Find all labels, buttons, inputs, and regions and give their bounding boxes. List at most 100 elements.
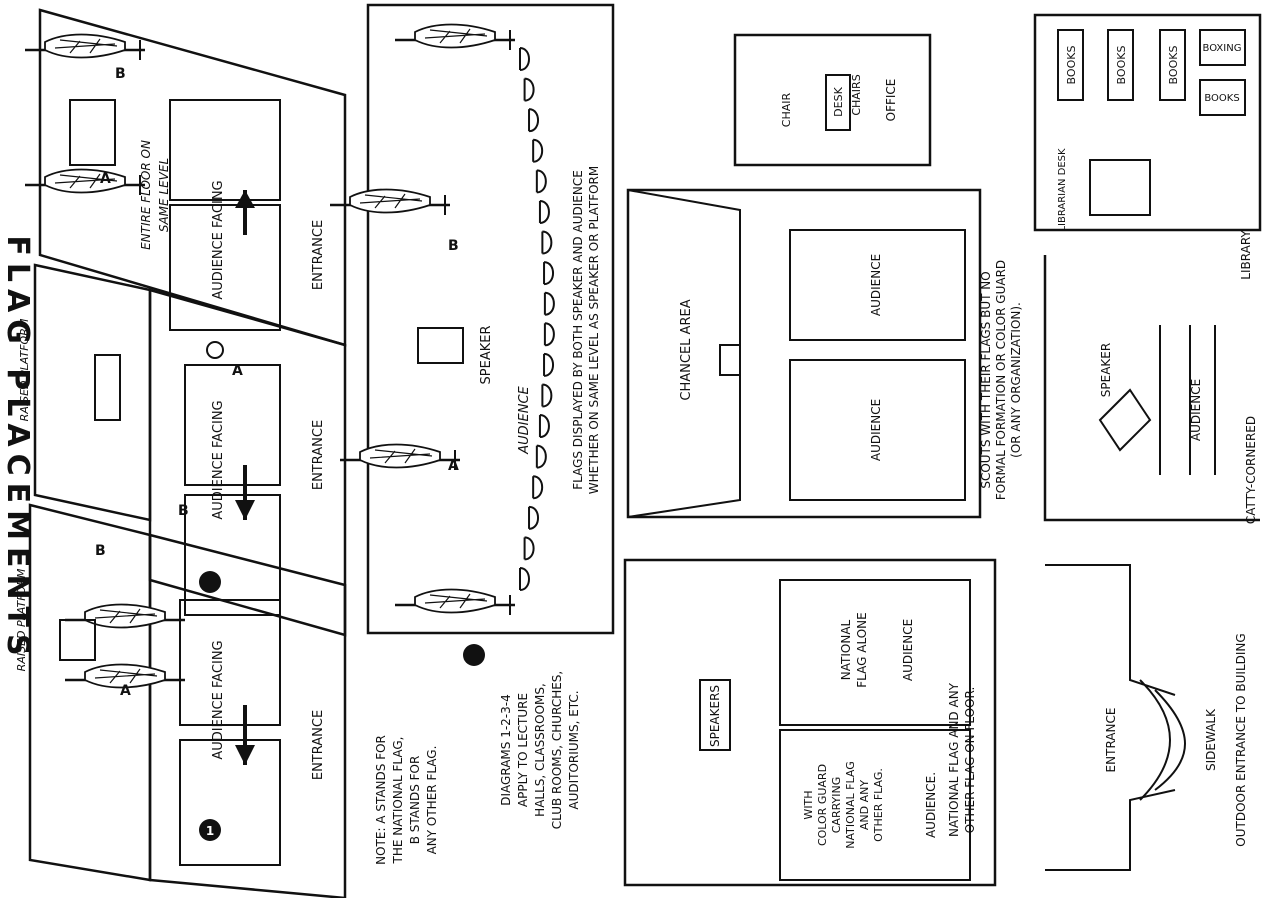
catty-label: CATTY-CORNERED xyxy=(1244,416,1258,524)
sidewalk-label: SIDEWALK xyxy=(1204,708,1218,771)
audience-facing-label-3: AUDIENCE FACING xyxy=(211,180,226,299)
color-guard-5: AND ANY xyxy=(858,780,871,830)
color-guard-2: COLOR GUARD xyxy=(816,764,829,846)
entrance-label-2: ENTRANCE xyxy=(311,420,326,490)
note-line-3: B STANDS FOR xyxy=(408,756,422,845)
audience-seat xyxy=(540,415,549,437)
audience-label-cc: AUDIENCE xyxy=(1189,379,1203,441)
catty-cornered-diagram: SPEAKER AUDIENCE CATTY-CORNERED xyxy=(1045,255,1260,524)
library-label: LIBRARY xyxy=(1239,230,1253,280)
national-floor-1: NATIONAL FLAG AND ANY xyxy=(947,682,961,837)
speaker-label-cc: SPEAKER xyxy=(1099,343,1113,397)
audience-seat xyxy=(544,262,553,284)
audience-seat xyxy=(537,446,546,468)
audience-seat xyxy=(545,323,554,345)
audience-facing-label-2: AUDIENCE FACING xyxy=(211,400,226,519)
library-books-3: BOOKS xyxy=(1167,46,1180,85)
color-guard-diagram: SPEAKERS NATIONAL FLAG ALONE AUDIENCE WI… xyxy=(625,560,995,885)
audience-label-4: AUDIENCE xyxy=(517,385,532,454)
note-block: NOTE: A STANDS FOR THE NATIONAL FLAG, B … xyxy=(374,735,439,865)
color-guard-1: WITH xyxy=(802,790,815,819)
diagrams-note-block: DIAGRAMS 1-2-3-4 APPLY TO LECTURE HALLS,… xyxy=(499,671,581,829)
entrance-label-3: ENTRANCE xyxy=(311,220,326,290)
raised-platform-label: RAISED PLATFORM xyxy=(15,568,28,671)
audience-seat xyxy=(545,293,554,315)
diagrams-note-line-2: APPLY TO LECTURE xyxy=(516,693,530,807)
diagram-four: B A SPEAKER AUDIENCE FLAGS DISPLAYED BY … xyxy=(330,5,613,666)
audience-seat xyxy=(520,568,529,590)
chancel-diagram: CHANCEL AREA AUDIENCE AUDIENCE SCOUTS WI… xyxy=(628,190,1023,517)
audience-seat xyxy=(542,384,551,406)
scouts-1: SCOUTS WITH THEIR FLAGS BUT NO xyxy=(979,271,993,488)
entrance-label-out: ENTRANCE xyxy=(1104,708,1118,773)
audience-seat xyxy=(529,507,538,529)
flag-b-label-3: B xyxy=(115,66,126,82)
diagram-one: AUDIENCE FACING ENTRANCE RAISED PLATFORM… xyxy=(15,505,345,898)
diagram-three: AUDIENCE FACING ENTRANCE ENTIRE FLOOR ON… xyxy=(25,10,345,345)
library-books-2: BOOKS xyxy=(1115,46,1128,85)
audience-facing-label: AUDIENCE FACING xyxy=(211,640,226,759)
both-level-1: FLAGS DISPLAYED BY BOTH SPEAKER AND AUDI… xyxy=(571,170,585,490)
note-line-1: NOTE: A STANDS FOR xyxy=(374,735,388,865)
audience-label-ch1: AUDIENCE xyxy=(869,254,883,316)
both-level-2: WHETHER ON SAME LEVEL AS SPEAKER OR PLAT… xyxy=(587,166,601,494)
flag-b-label-4: B xyxy=(448,238,459,254)
audience-seat xyxy=(520,48,529,70)
chancel-label: CHANCEL AREA xyxy=(679,299,694,400)
note-line-2: THE NATIONAL FLAG, xyxy=(391,737,405,865)
diagrams-note-line-4: CLUB ROOMS, CHURCHES, xyxy=(550,671,564,829)
diagrams-note-line-3: HALLS, CLASSROOMS, xyxy=(533,683,547,817)
outdoor-entrance-diagram: ENTRANCE SIDEWALK OUTDOOR ENTRANCE TO BU… xyxy=(1045,565,1248,870)
audience-seat xyxy=(525,537,534,559)
office-diagram: DESK CHAIR CHAIRS OFFICE xyxy=(735,35,930,165)
librarian-desk-label: LIBRARIAN DESK xyxy=(1057,148,1068,232)
chairs-label: CHAIRS xyxy=(850,74,863,115)
diagram-one-marker: 1 xyxy=(206,824,214,838)
diagrams-note-line-5: AUDITORIUMS, ETC. xyxy=(567,690,581,809)
library-books-1: BOOKS xyxy=(1065,46,1078,85)
flag-b-label: B xyxy=(95,543,106,559)
scouts-3: (OR ANY ORGANIZATION). xyxy=(1009,302,1023,458)
chair-label: CHAIR xyxy=(780,92,793,127)
desk-label: DESK xyxy=(832,86,845,116)
speakers-label: SPEAKERS xyxy=(708,685,722,747)
national-floor-2: OTHER FLAG ON FLOOR. xyxy=(963,687,977,834)
library-diagram: BOOKS BOOKS BOOKS BOXING BOOKS LIBRARIAN… xyxy=(1035,15,1260,280)
scouts-2: FORMAL FORMATION OR COLOR GUARD xyxy=(994,260,1008,500)
audience-label-cg2: AUDIENCE. xyxy=(924,772,938,838)
audience-seat xyxy=(529,109,538,131)
raised-platform-label-2: RAISED PLATFORM xyxy=(18,318,31,421)
office-label: OFFICE xyxy=(884,79,898,122)
library-books-4: BOOKS xyxy=(1204,93,1239,104)
flag-a-label-2: A xyxy=(232,363,243,379)
outdoor-label: OUTDOOR ENTRANCE TO BUILDING xyxy=(1234,633,1248,846)
entrance-label: ENTRANCE xyxy=(311,710,326,780)
color-guard-3: CARRYING xyxy=(830,777,843,834)
diagram-two: AUDIENCE FACING ENTRANCE RAISED PLATFORM… xyxy=(18,265,345,635)
flag-a-label: A xyxy=(120,683,131,699)
audience-label-ch2: AUDIENCE xyxy=(869,399,883,461)
flag-a-label-4: A xyxy=(448,458,459,474)
national-alone-1: NATIONAL xyxy=(839,619,853,680)
flag-b-label-2: B xyxy=(178,503,189,519)
audience-seat xyxy=(544,354,553,376)
audience-seat xyxy=(537,170,546,192)
audience-label-cg1: AUDIENCE xyxy=(901,619,915,681)
color-guard-6: OTHER FLAG. xyxy=(872,768,885,842)
audience-seat xyxy=(525,79,534,101)
library-boxing: BOXING xyxy=(1203,43,1242,54)
color-guard-4: NATIONAL FLAG xyxy=(844,761,857,848)
diagrams-note-line-1: DIAGRAMS 1-2-3-4 xyxy=(499,694,513,805)
national-alone-2: FLAG ALONE xyxy=(855,612,869,687)
entire-floor-label-1: ENTIRE FLOOR ON xyxy=(139,140,153,250)
entire-floor-label-2: SAME LEVEL xyxy=(157,158,171,232)
audience-seat xyxy=(533,140,542,162)
audience-seat xyxy=(533,476,542,498)
audience-seat xyxy=(542,232,551,254)
note-line-4: ANY OTHER FLAG. xyxy=(425,746,439,855)
audience-seat xyxy=(540,201,549,223)
speaker-label: SPEAKER xyxy=(479,326,494,385)
flag-a-label-3: A xyxy=(100,171,111,187)
